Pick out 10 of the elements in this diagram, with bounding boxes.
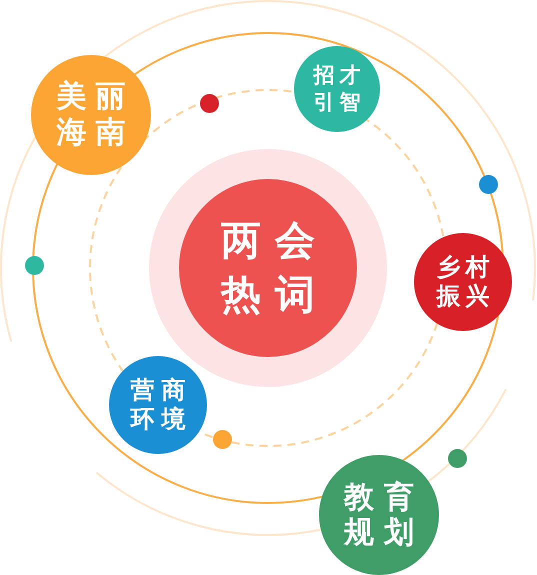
orbit-dot bbox=[213, 430, 232, 449]
topic-circle: 教育规划 bbox=[319, 455, 439, 575]
topic-circle: 营商环境 bbox=[109, 356, 207, 454]
orbit-dot bbox=[25, 256, 44, 274]
orbit-dot bbox=[200, 94, 219, 112]
topic-circle: 招才引智 bbox=[294, 46, 380, 132]
orbit-dot bbox=[479, 175, 498, 194]
topic-circle: 美丽海南 bbox=[31, 55, 151, 175]
topic-circle: 乡村振兴 bbox=[414, 233, 512, 331]
orbit-dot bbox=[448, 449, 467, 468]
